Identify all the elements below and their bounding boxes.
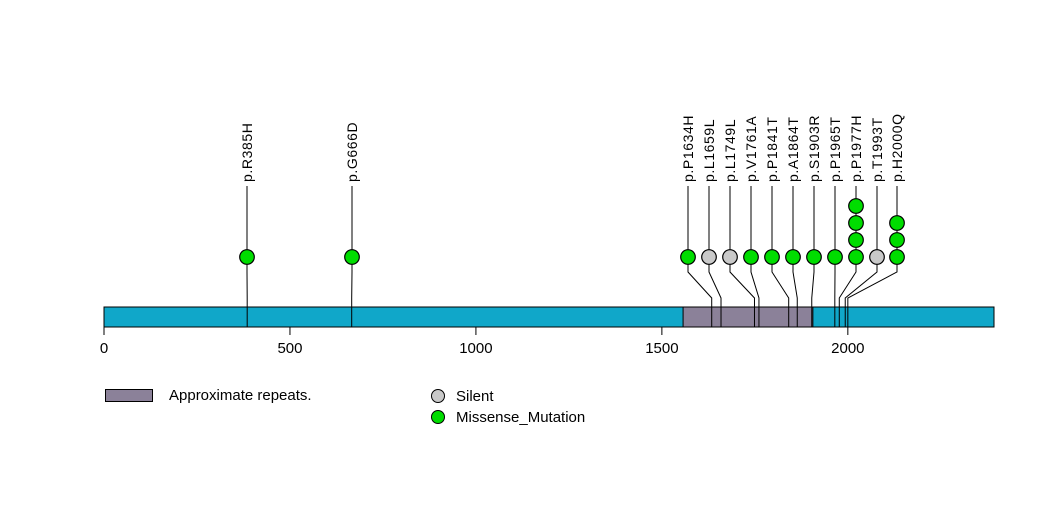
legend-label-approximate-repeats: Approximate repeats. [169,386,312,404]
mutation-stem [844,186,878,327]
mutation-marker[interactable] [889,232,905,248]
mutation-marker[interactable] [239,249,255,265]
domain-legend-swatch [105,388,153,402]
mutation-label: p.L1749L [722,119,738,182]
mutation-label: p.V1761A [743,116,759,182]
legend-item-approximate-repeats: Approximate repeats. [105,386,312,404]
axis-tick-label: 1000 [459,340,492,357]
mutation-marker[interactable] [743,249,759,265]
mutation-marker[interactable] [848,215,864,231]
mutation-marker[interactable] [848,232,864,248]
mutation-label: p.L1659L [701,119,717,182]
mutation-label: p.P1841T [764,116,780,182]
axis-tick-label: 500 [277,340,302,357]
mutation-marker[interactable] [701,249,717,265]
mutation-label: p.T1993T [869,117,885,182]
protein-bar [103,306,995,328]
axis-tick-label: 0 [100,340,108,357]
mutation-label: p.G666D [344,122,360,182]
mutation-stem [771,186,790,327]
mutation-marker[interactable] [722,249,738,265]
legend-item-missense-mutation: Missense_Mutation [431,408,586,426]
mutation-stem [811,186,815,327]
axis-tick-label: 1500 [645,340,678,357]
silent-legend-swatch [431,389,445,403]
mutation-marker[interactable] [889,215,905,231]
mutation-label: p.P1977H [848,115,864,182]
mutation-marker[interactable] [869,249,885,265]
mutation-marker[interactable] [764,249,780,265]
mutation-marker[interactable] [680,249,696,265]
mutation-marker[interactable] [344,249,360,265]
mutation-stem [708,186,722,327]
mutation-marker[interactable] [827,249,843,265]
mutation-stem [792,186,798,327]
mutation-label: p.A1864T [785,116,801,182]
legend-label-silent: Silent [456,387,494,405]
domain-region-approximate-repeats [682,306,814,328]
legend-label-missense-mutation: Missense_Mutation [456,408,586,426]
mutation-marker[interactable] [848,198,864,214]
mutation-label: p.P1965T [827,116,843,182]
mutation-marker[interactable] [806,249,822,265]
mutation-stem [750,186,760,327]
mutation-label: p.R385H [239,123,255,182]
mutation-label: p.P1634H [680,115,696,182]
mutation-marker[interactable] [785,249,801,265]
missense-legend-swatch [431,410,445,424]
legend-item-silent: Silent [431,387,494,405]
mutation-marker[interactable] [889,249,905,265]
mutation-label: p.H2000Q [889,113,905,182]
mutation-marker[interactable] [848,249,864,265]
mutation-stem [729,186,755,327]
mutation-label: p.S1903R [806,115,822,182]
axis-tick-label: 2000 [831,340,864,357]
mutation-stem [687,186,713,327]
